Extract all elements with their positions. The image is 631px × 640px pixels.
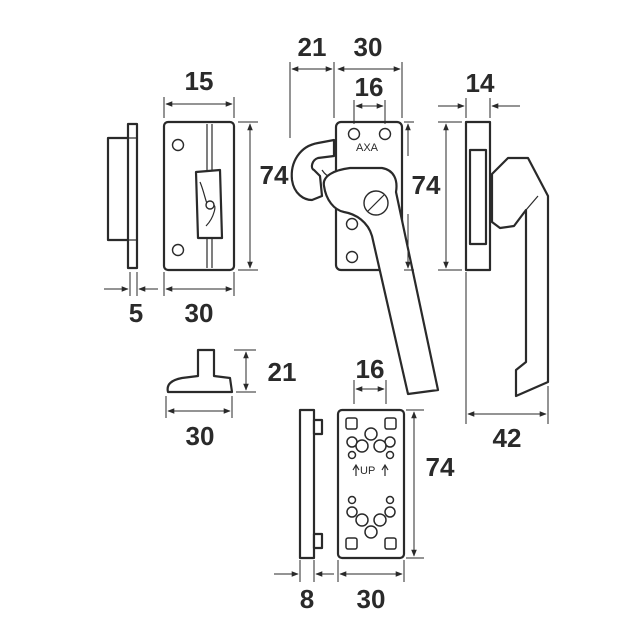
dimension-labels: 15 74 5 30 21 30 16 74 14 42 21 30 16 74… (129, 32, 522, 614)
keep-front-view (162, 120, 236, 272)
dim-keep-height: 74 (260, 160, 289, 190)
dim-handle-length: 42 (493, 423, 522, 453)
dim-plate-height: 74 (412, 170, 441, 200)
orientation-mark: UP (360, 465, 375, 477)
dim-side-depth: 14 (466, 68, 495, 98)
wedge-side-view (166, 348, 234, 394)
dim-wedge-height: 21 (268, 357, 297, 387)
dim-keep-width: 15 (185, 66, 214, 96)
dim-spacer-width: 30 (357, 584, 386, 614)
keep-screw-bottom (171, 243, 185, 257)
dim-plate-width: 30 (354, 32, 383, 62)
dim-keep-side-depth: 5 (129, 298, 143, 328)
latch-side-view (464, 120, 550, 398)
dim-spacer-screw-spacing: 16 (356, 354, 385, 384)
latch-front-view: AXA (290, 120, 440, 396)
dim-spacer-side-depth: 8 (300, 584, 314, 614)
dimension-lines (104, 62, 549, 582)
dim-spacer-height: 74 (426, 452, 455, 482)
dim-wedge-width: 30 (186, 421, 215, 451)
dim-screw-spacing: 16 (355, 72, 384, 102)
brand-mark: AXA (356, 142, 379, 154)
spacer-side-view (298, 408, 324, 560)
dim-keep-base-width: 30 (185, 298, 214, 328)
dim-hook-reach: 21 (298, 32, 327, 62)
keep-side-view (106, 122, 139, 270)
spacer-front-view: UP (336, 408, 406, 560)
keep-screw-top (171, 138, 185, 152)
